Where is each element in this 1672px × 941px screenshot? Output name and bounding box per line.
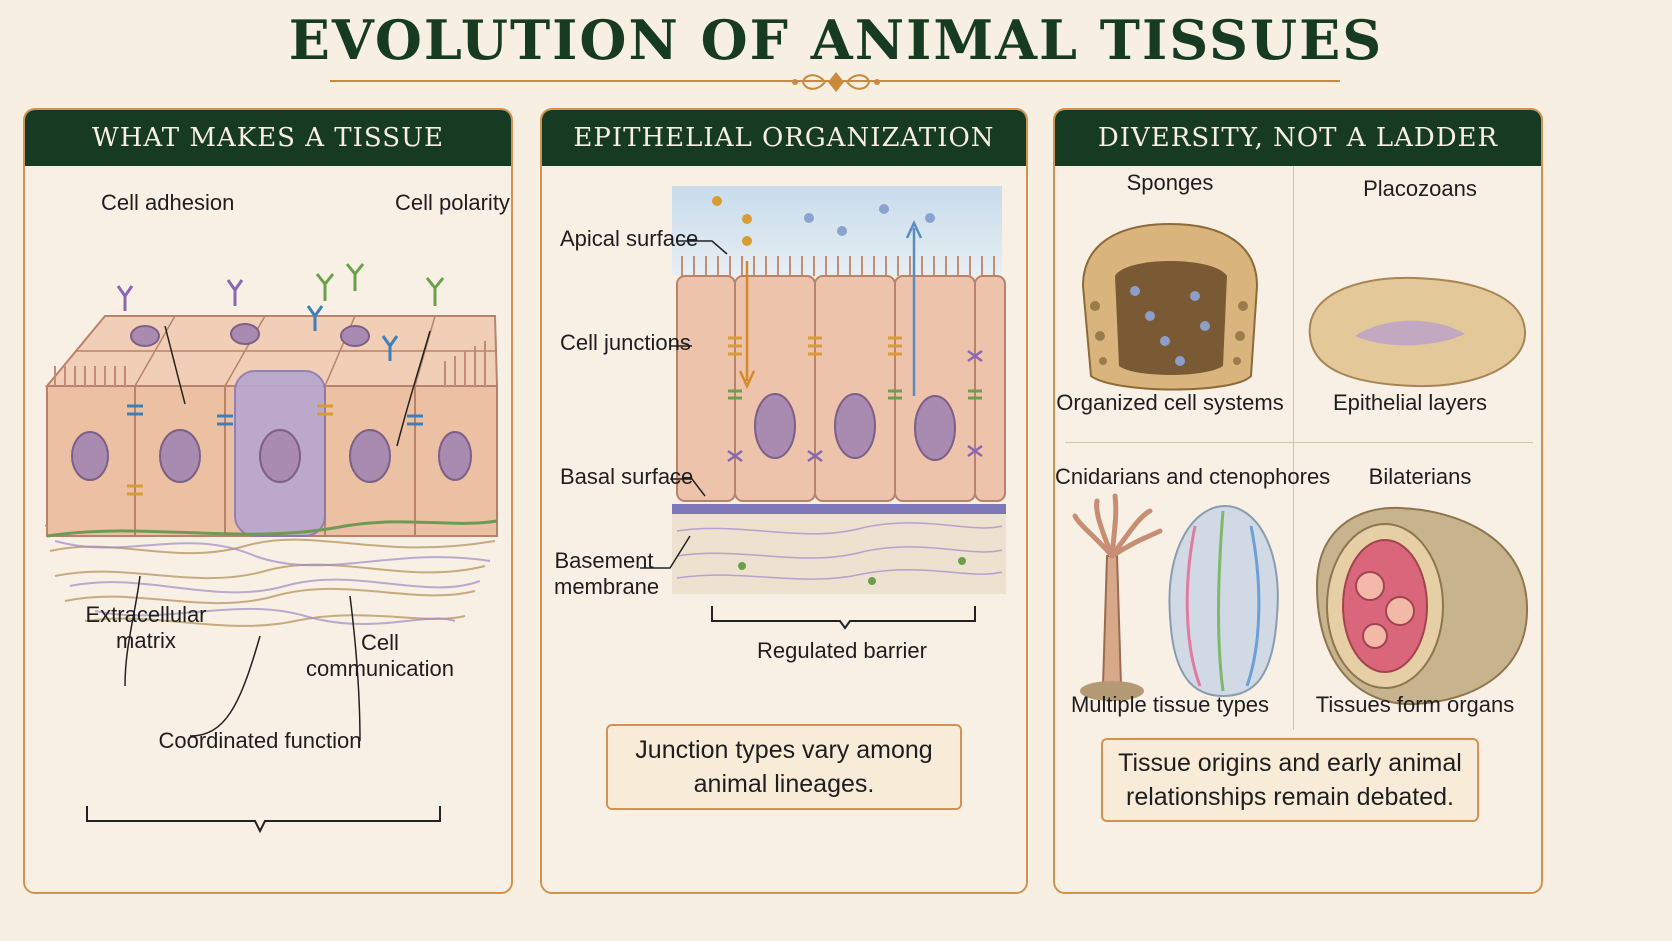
ornament-icon (792, 72, 880, 92)
cnidarian-icon (1072, 493, 1163, 701)
group-caption-placozoans: Epithelial layers (1332, 390, 1488, 415)
label-cell-junctions: Cell junctions (560, 330, 691, 355)
placozoan-icon (1308, 276, 1527, 388)
group-name-bilaterians: Bilaterians (1368, 464, 1472, 489)
label-apical-surface: Apical surface (560, 226, 699, 251)
panel-diversity: DIVERSITY, NOT A LADDER (1053, 108, 1543, 894)
group-name-sponges: Sponges (1126, 170, 1214, 195)
organism-illustrations (1072, 222, 1529, 706)
ctenophore-icon (1168, 504, 1279, 698)
group-caption-sponges: Organized cell systems (1056, 390, 1284, 415)
group-name-placozoans: Placozoans (1363, 176, 1477, 201)
label-cell-adhesion: Cell adhesion (101, 190, 235, 215)
bilaterian-icon (1315, 506, 1529, 706)
label-basal-surface: Basal surface (560, 464, 694, 489)
label-extracellular-matrix: Extracellular matrix (85, 602, 207, 653)
grid-divider-horizontal (1065, 442, 1533, 443)
tissue-block-illustration (44, 263, 499, 834)
label-cell-polarity: Cell polarity (395, 190, 510, 215)
grid-divider-vertical (1293, 166, 1294, 730)
debate-note: Tissue origins and early animal relation… (1101, 738, 1479, 822)
group-name-cnidarians-ctenophores: Cnidarians and ctenophores (1055, 464, 1331, 489)
sponge-icon (1081, 222, 1259, 391)
panel-what-makes-a-tissue: WHAT MAKES A TISSUE (23, 108, 513, 894)
label-basement-membrane: Basement membrane (554, 548, 660, 599)
label-coordinated-function: Coordinated function (158, 728, 362, 753)
panel-epithelial-organization: EPITHELIAL ORGANIZATION (540, 108, 1028, 894)
group-caption-bilaterians: Tissues form organs (1315, 692, 1515, 717)
panel-header: DIVERSITY, NOT A LADDER (1055, 110, 1541, 166)
panel-header: EPITHELIAL ORGANIZATION (542, 110, 1026, 166)
junction-note: Junction types vary among animal lineage… (606, 724, 962, 810)
epithelium-illustration (640, 186, 1006, 630)
panel-header: WHAT MAKES A TISSUE (25, 110, 511, 166)
page-title: EVOLUTION OF ANIMAL TISSUES (288, 8, 1384, 72)
label-regulated-barrier: Regulated barrier (757, 638, 927, 663)
group-caption-cnidarians-ctenophores: Multiple tissue types (1070, 692, 1270, 717)
label-cell-communication: Cell communication (306, 630, 454, 681)
